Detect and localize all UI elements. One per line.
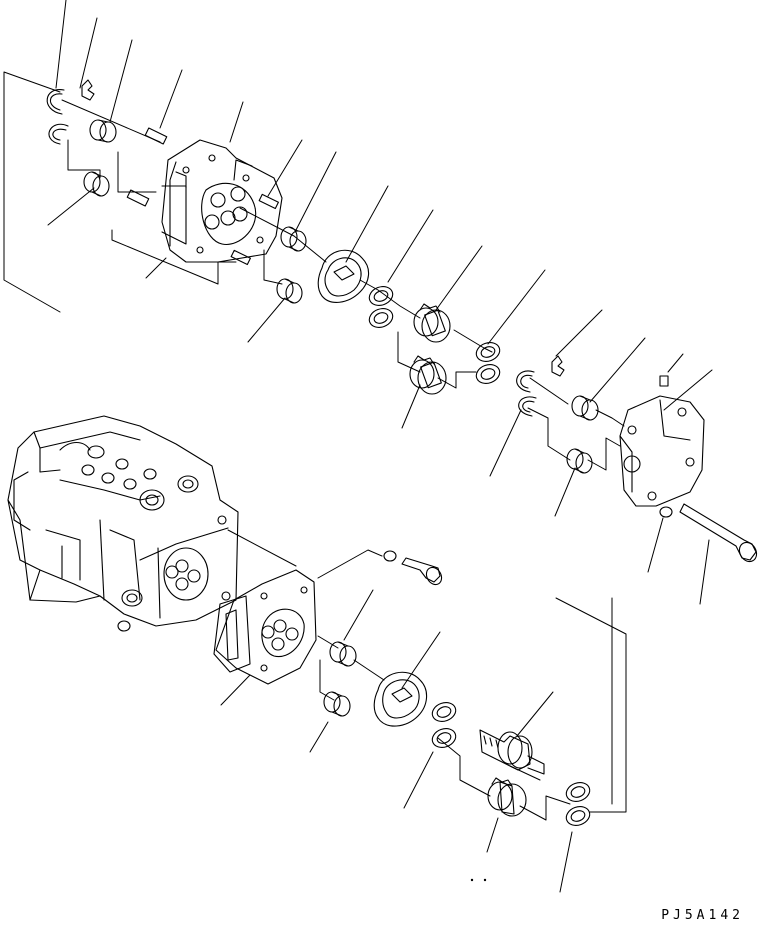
alignment-lines-lower: [228, 530, 612, 820]
washer-lower: [384, 551, 396, 561]
gasket-lower: [374, 672, 426, 726]
pump-body-front: [214, 570, 316, 684]
dowel-pin-upper-a: [145, 128, 166, 144]
pump-body-rear: [162, 140, 282, 262]
drive-gear-shaft: [480, 730, 544, 774]
leader-lines: [48, 0, 712, 892]
seal-ring-upper-b: [367, 305, 396, 330]
driven-gear-lower: [488, 778, 526, 816]
dowel-pin-mid-a: [259, 194, 278, 208]
bushing-lower-a: [330, 642, 356, 666]
bushing-lower-b: [324, 692, 350, 716]
assembly-boundary: [4, 72, 626, 812]
seal-ring-lower-a: [430, 699, 459, 724]
bolt-right: [680, 504, 760, 565]
snap-ring-upper-2: [49, 124, 68, 144]
bushing-upper-b: [84, 172, 109, 196]
drive-gear-upper: [414, 304, 450, 342]
bushing-right-a: [572, 396, 598, 420]
dowel-pin-upper-b: [127, 190, 148, 206]
dowel-pin-mid-b: [231, 250, 250, 264]
snap-ring-upper-1: [47, 90, 64, 114]
bushing-right-b: [567, 449, 592, 473]
gasket-upper: [318, 250, 368, 302]
bolt-lower: [402, 558, 445, 587]
bushing-mid-a: [281, 227, 306, 251]
alignment-lines-upper: [62, 100, 624, 470]
rear-cover: [620, 376, 704, 506]
snap-ring-right-1: [517, 371, 534, 392]
seal-ring-upper-a: [367, 283, 396, 308]
circlip-right: [552, 356, 564, 376]
seal-ring-lower-b: [430, 725, 459, 750]
marker-dots: [470, 878, 487, 882]
snap-ring-right-2: [519, 397, 536, 416]
seal-ring-bottom-b: [564, 803, 593, 828]
seal-ring-right-a: [474, 339, 503, 364]
bushing-upper-a: [90, 120, 116, 142]
driven-gear-upper: [410, 356, 446, 394]
washer-right: [660, 507, 672, 517]
circlip-upper: [82, 80, 94, 100]
bushing-mid-b: [277, 279, 302, 303]
drawing-code: PJ5A142: [661, 908, 744, 923]
seal-ring-bottom-a: [564, 779, 593, 804]
seal-ring-right-b: [474, 361, 503, 386]
main-pump: [8, 416, 238, 631]
